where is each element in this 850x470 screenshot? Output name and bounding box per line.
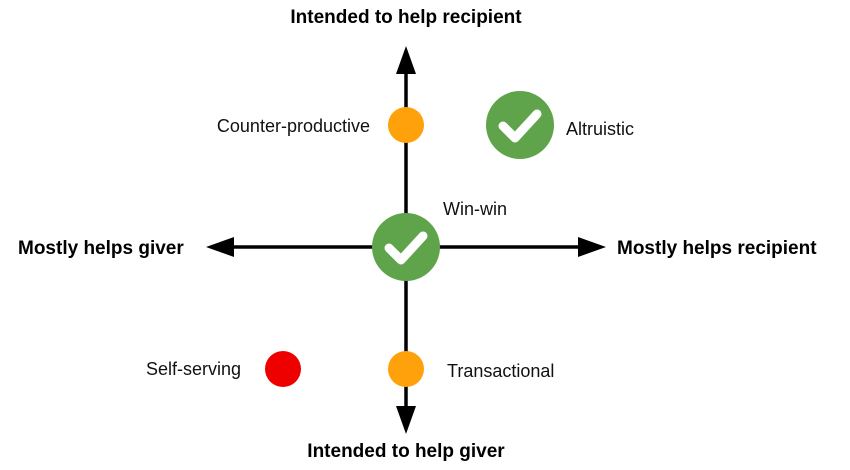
axis-title-top: Intended to help recipient	[290, 7, 522, 28]
point-label-self-serving: Self-serving	[146, 359, 241, 379]
red-dot-icon	[265, 351, 301, 387]
axis-title-bottom: Intended to help giver	[307, 441, 505, 462]
axis-title-right: Mostly helps recipient	[617, 238, 817, 259]
right-arrow-icon	[578, 237, 606, 257]
point-self-serving: Self-serving	[146, 351, 301, 387]
point-altruistic: Altruistic	[486, 91, 634, 159]
point-win-win: Win-win	[372, 199, 507, 281]
point-transactional: Transactional	[388, 351, 554, 387]
checkmark-icon	[498, 109, 542, 143]
green-check-badge	[486, 91, 554, 159]
left-arrow-icon	[206, 237, 234, 257]
checkmark-icon	[384, 231, 428, 265]
orange-dot-icon	[388, 107, 424, 143]
orange-dot-icon	[388, 351, 424, 387]
point-label-counter-productive: Counter-productive	[217, 116, 370, 136]
point-counter-productive: Counter-productive	[217, 107, 424, 143]
point-label-transactional: Transactional	[447, 361, 554, 381]
point-label-altruistic: Altruistic	[566, 119, 634, 139]
green-check-badge	[372, 213, 440, 281]
up-arrow-icon	[396, 46, 416, 74]
down-arrow-icon	[396, 406, 416, 434]
point-label-win-win: Win-win	[443, 199, 507, 219]
axis-title-left: Mostly helps giver	[18, 238, 184, 259]
